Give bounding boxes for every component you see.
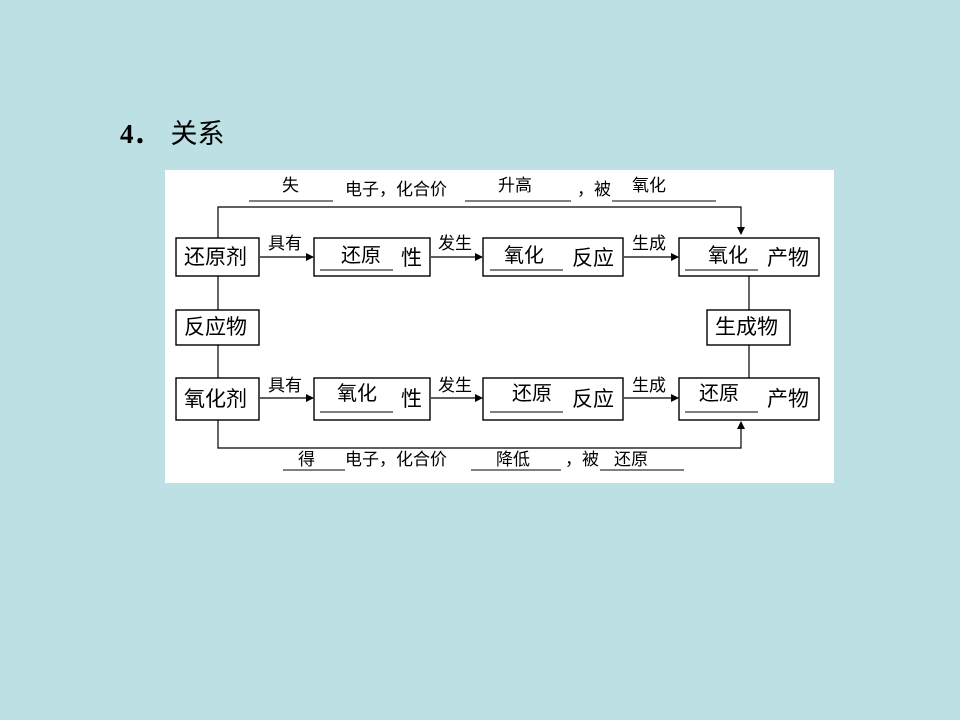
products-label: 生成物 [715,315,778,339]
relation-diagram: 失 电子，化合价 升高 ，被 氧化 还原剂 具有 还原 性 发生 氧化 反应 生… [165,170,834,483]
row1-produce-label: 生成 [632,234,666,254]
row1-reaction-suffix: 反应 [572,246,614,270]
oxidizing-agent-label: 氧化剂 [184,387,247,411]
bottom-text-electrons-valence: 电子，化合价 [345,450,447,470]
top-text-by: ，被 [577,180,611,200]
row2-product-blank: 还原 [699,381,739,405]
row2-reaction-blank: 还原 [512,381,552,405]
box-reducing-agent [175,237,260,277]
box-oxidizing-agent [175,377,260,421]
reactants-label: 反应物 [184,315,247,339]
bottom-blank-reduced: 还原 [614,450,648,470]
box-reactants [175,309,260,346]
row2-property-blank: 氧化 [337,381,377,405]
section-title: 关系 [170,119,225,150]
top-blank-lose: 失 [282,176,299,196]
bottom-blank-gain: 得 [298,450,315,470]
bottom-electron-gain-path [217,420,745,449]
top-blank-raised: 升高 [498,176,532,196]
top-blank-oxidized: 氧化 [632,176,666,196]
box-reduction-product [678,377,820,421]
row1-undergo-label: 发生 [438,234,472,254]
reducing-agent-label: 还原剂 [184,245,247,269]
box-reduction-reaction [482,377,624,421]
section-heading: 4． 关系 [120,112,225,151]
box-products [706,309,791,346]
box-oxidizing-property [313,377,431,421]
section-number: 4． [120,119,161,149]
row1-property-blank: 还原 [341,243,381,267]
top-electron-loss-path [217,206,745,238]
diagram-lines [175,200,820,471]
row1-product-blank: 氧化 [708,243,748,267]
row2-property-suffix: 性 [401,387,422,411]
row1-property-suffix: 性 [401,246,422,270]
bottom-blank-lowered: 降低 [496,450,530,470]
row1-reaction-blank: 氧化 [504,243,544,267]
row2-product-suffix: 产物 [767,387,809,411]
row2-reaction-suffix: 反应 [572,387,614,411]
row1-has-label: 具有 [268,234,302,254]
bottom-text-by: ，被 [565,450,599,470]
top-text-electrons-valence: 电子，化合价 [345,180,447,200]
row2-has-label: 具有 [268,376,302,396]
row2-produce-label: 生成 [632,376,666,396]
row2-undergo-label: 发生 [438,376,472,396]
row1-product-suffix: 产物 [767,246,809,270]
